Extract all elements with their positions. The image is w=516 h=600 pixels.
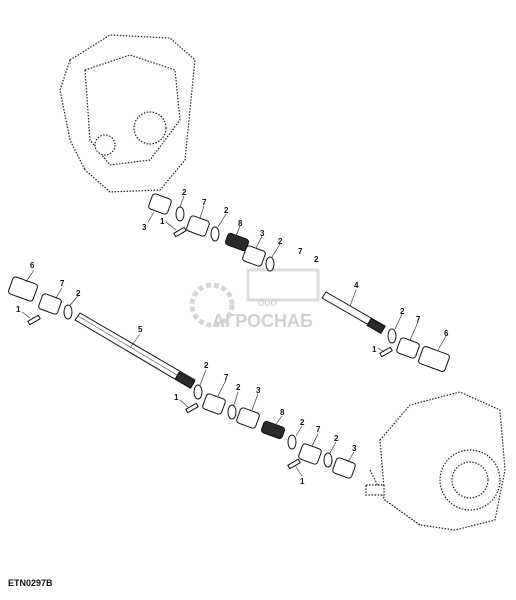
low-bushing-3 xyxy=(332,457,356,479)
right-snap-ring-2 xyxy=(387,328,397,344)
watermark-tractor-icon xyxy=(246,268,320,302)
top-seal-7 xyxy=(186,215,210,237)
top-snap-ring-2b xyxy=(210,226,220,242)
leader-lines xyxy=(21,195,447,477)
top-snap-ring-2 xyxy=(175,206,185,222)
callout-right-1: 1 xyxy=(372,345,377,354)
callout-low-7: 7 xyxy=(316,425,321,434)
callout-mid-2: 2 xyxy=(204,361,209,370)
callout-mid-2b: 2 xyxy=(236,383,241,392)
top-bushing-3b xyxy=(242,245,266,267)
left-pin-1 xyxy=(27,314,41,326)
top-snap-ring-2c xyxy=(265,256,275,272)
right-seal-7 xyxy=(396,337,420,359)
callout-mid-3: 3 xyxy=(256,386,261,395)
mid-snap-ring-2 xyxy=(193,384,203,400)
callout-left-7: 7 xyxy=(60,279,65,288)
callout-top-7b: 7 xyxy=(298,247,303,256)
callout-top-7: 7 xyxy=(202,198,207,207)
callout-right-6: 6 xyxy=(444,329,449,338)
callout-low-3: 3 xyxy=(352,444,357,453)
mid-bushing-3 xyxy=(236,407,260,429)
right-bushing-6 xyxy=(418,346,450,372)
mid-snap-ring-2b xyxy=(227,404,237,420)
right-pin-1 xyxy=(379,346,393,358)
lower-housing xyxy=(365,391,506,531)
watermark-gear-icon xyxy=(189,282,235,328)
callout-top-8: 8 xyxy=(238,219,243,228)
callout-top-3: 3 xyxy=(142,223,147,232)
top-pin-1 xyxy=(173,226,187,238)
callout-left-1: 1 xyxy=(16,305,21,314)
callout-top-3b: 3 xyxy=(260,229,265,238)
callout-left-2: 2 xyxy=(76,289,81,298)
left-snap-ring-2 xyxy=(63,304,73,320)
left-bushing-6 xyxy=(8,276,38,302)
low-pin-1 xyxy=(287,458,301,470)
callout-top-2c: 2 xyxy=(278,237,283,246)
right-bearing-stack xyxy=(379,328,450,372)
callout-mid-1: 1 xyxy=(174,393,179,402)
callout-left-6: 6 xyxy=(30,261,35,270)
mid-needle-bearing-8 xyxy=(260,420,286,440)
callout-shaft-5: 5 xyxy=(138,325,143,334)
left-bearing-stack xyxy=(8,276,73,326)
callout-right-2: 2 xyxy=(400,307,405,316)
low-seal-7 xyxy=(298,443,322,465)
mid-seal-7 xyxy=(202,393,226,415)
callout-low-2b: 2 xyxy=(334,434,339,443)
shaft-5 xyxy=(74,312,196,389)
watermark-prefix: ООО xyxy=(258,299,277,308)
middle-bearing-stack xyxy=(185,384,286,440)
mid-pin-1 xyxy=(185,402,199,414)
shaft-4 xyxy=(321,291,386,335)
callout-top-2d: 2 xyxy=(314,255,319,264)
callout-top-2b: 2 xyxy=(224,206,229,215)
callout-mid-7: 7 xyxy=(224,373,229,382)
watermark: ООО АГРОСНАБ xyxy=(189,268,320,331)
lower-bearing-stack xyxy=(287,434,356,479)
callout-low-1: 1 xyxy=(300,477,305,486)
low-snap-ring-2 xyxy=(287,434,297,450)
top-bushing-3 xyxy=(148,193,172,215)
callout-right-7: 7 xyxy=(416,315,421,324)
upper-bearing-stack xyxy=(148,193,275,272)
callout-low-2: 2 xyxy=(300,418,305,427)
callout-mid-8: 8 xyxy=(280,408,285,417)
left-seal-7 xyxy=(38,293,62,315)
watermark-name: АГРОСНАБ xyxy=(212,311,313,331)
callout-shaft-4: 4 xyxy=(354,281,359,290)
low-snap-ring-2b xyxy=(323,452,333,468)
figure-code: ETN0297B xyxy=(8,578,53,588)
callout-labels: 3 2 1 7 2 8 3 2 7 2 6 7 2 1 5 4 2 7 1 6 … xyxy=(16,188,449,486)
callout-top-2: 2 xyxy=(182,188,187,197)
upper-housing xyxy=(59,34,196,193)
callout-top-1: 1 xyxy=(160,217,165,226)
